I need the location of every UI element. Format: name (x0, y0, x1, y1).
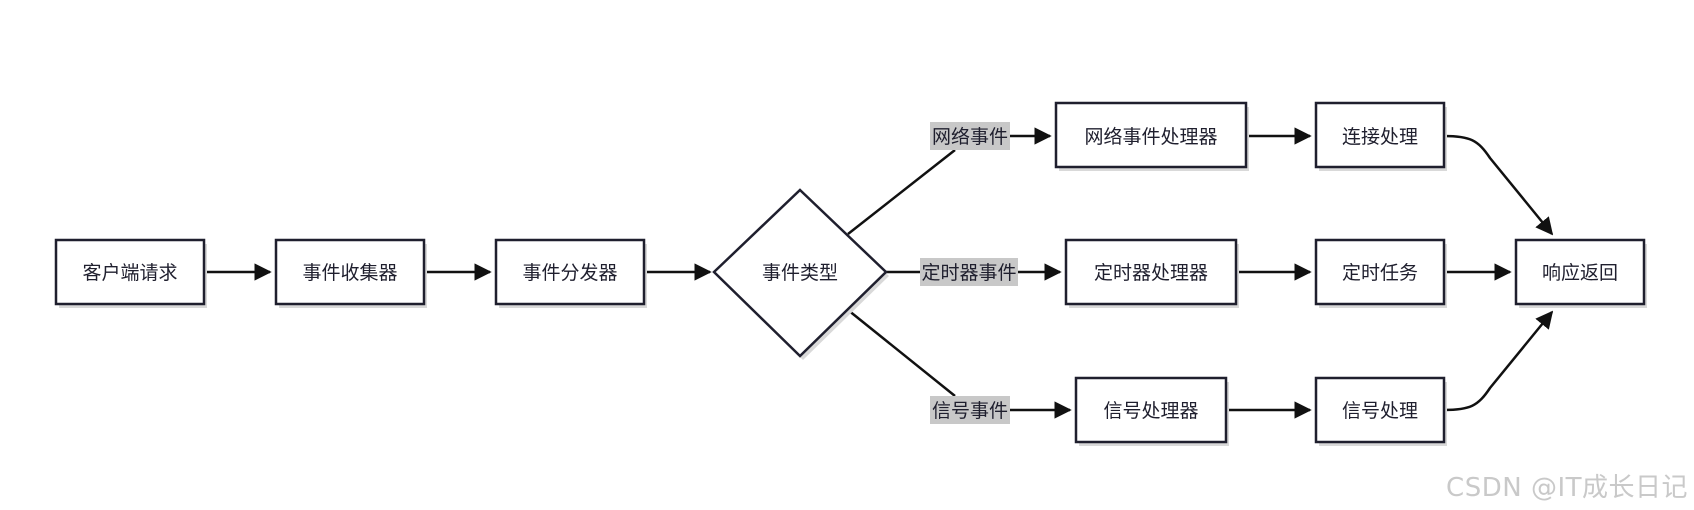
node-event-collector-label: 事件收集器 (302, 262, 397, 284)
node-client-request-label: 客户端请求 (82, 262, 177, 284)
edge-label-signal-event: 信号事件 (932, 400, 1008, 422)
node-client-request[interactable]: 客户端请求 (54, 238, 207, 308)
node-event-collector[interactable]: 事件收集器 (274, 238, 427, 308)
node-signal-processing-label: 信号处理 (1342, 400, 1418, 422)
edge-label-bg-signal (930, 396, 1010, 424)
edge-label-network-event: 网络事件 (932, 126, 1008, 148)
node-event-dispatcher-label: 事件分发器 (522, 262, 617, 284)
node-signal-handler[interactable]: 信号处理器 (1074, 376, 1229, 446)
edge-connection-to-response (1443, 134, 1554, 236)
node-timed-task[interactable]: 定时任务 (1314, 238, 1447, 308)
edge-label-timer-event: 定时器事件 (921, 262, 1016, 284)
node-network-handler[interactable]: 网络事件处理器 (1054, 101, 1249, 171)
edge-label-bg-timer (920, 258, 1018, 286)
node-event-type-label: 事件类型 (762, 262, 838, 284)
node-timed-task-label: 定时任务 (1342, 262, 1418, 284)
node-timer-handler[interactable]: 定时器处理器 (1064, 238, 1239, 308)
node-connection-processing-label: 连接处理 (1342, 126, 1418, 148)
node-signal-handler-label: 信号处理器 (1103, 400, 1198, 422)
edge-signalproc-to-response (1443, 310, 1554, 412)
node-event-dispatcher[interactable]: 事件分发器 (494, 238, 647, 308)
edges (204, 127, 1554, 419)
edge-eventtype-to-network-label (847, 149, 956, 235)
node-network-handler-label: 网络事件处理器 (1084, 126, 1217, 148)
node-timer-handler-label: 定时器处理器 (1094, 262, 1208, 284)
watermark: CSDN @IT成长日记 (1446, 473, 1688, 503)
edge-labels: 网络事件 定时器事件 信号事件 (920, 122, 1018, 424)
edge-label-bg-network (930, 122, 1010, 150)
node-connection-processing[interactable]: 连接处理 (1314, 101, 1447, 171)
edge-eventtype-to-signal-label (847, 309, 956, 397)
node-event-type-decision[interactable]: 事件类型 (712, 188, 889, 360)
node-signal-processing[interactable]: 信号处理 (1314, 376, 1447, 446)
node-response-return[interactable]: 响应返回 (1514, 238, 1647, 308)
nodes: 客户端请求 事件收集器 事件分发器 事件类型 网络事件处理器 (54, 101, 1647, 446)
node-response-return-label: 响应返回 (1542, 262, 1618, 284)
